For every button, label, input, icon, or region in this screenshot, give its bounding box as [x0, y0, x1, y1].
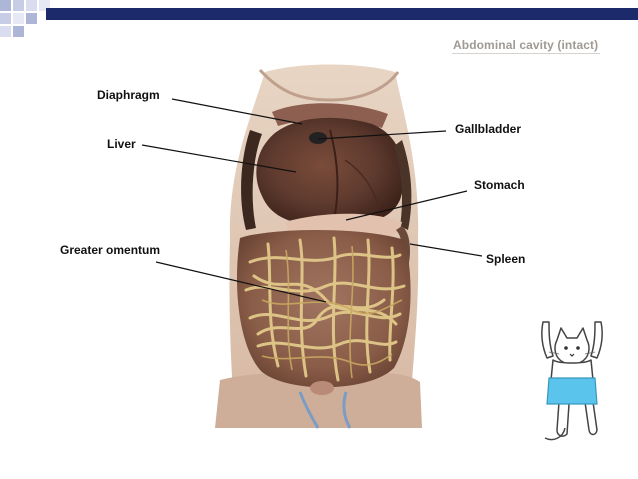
- label-spleen: Spleen: [486, 252, 526, 266]
- slide-title: Abdominal cavity (intact): [453, 38, 599, 52]
- label-gallbladder: Gallbladder: [455, 122, 522, 136]
- title-underline: [452, 53, 600, 54]
- label-greater-omentum: Greater omentum: [60, 243, 161, 257]
- label-stomach: Stomach: [474, 178, 525, 192]
- label-liver: Liver: [107, 137, 136, 151]
- label-diaphragm: Diaphragm: [97, 88, 160, 102]
- cat-cartoon: [541, 321, 603, 441]
- corner-decoration: [0, 0, 638, 37]
